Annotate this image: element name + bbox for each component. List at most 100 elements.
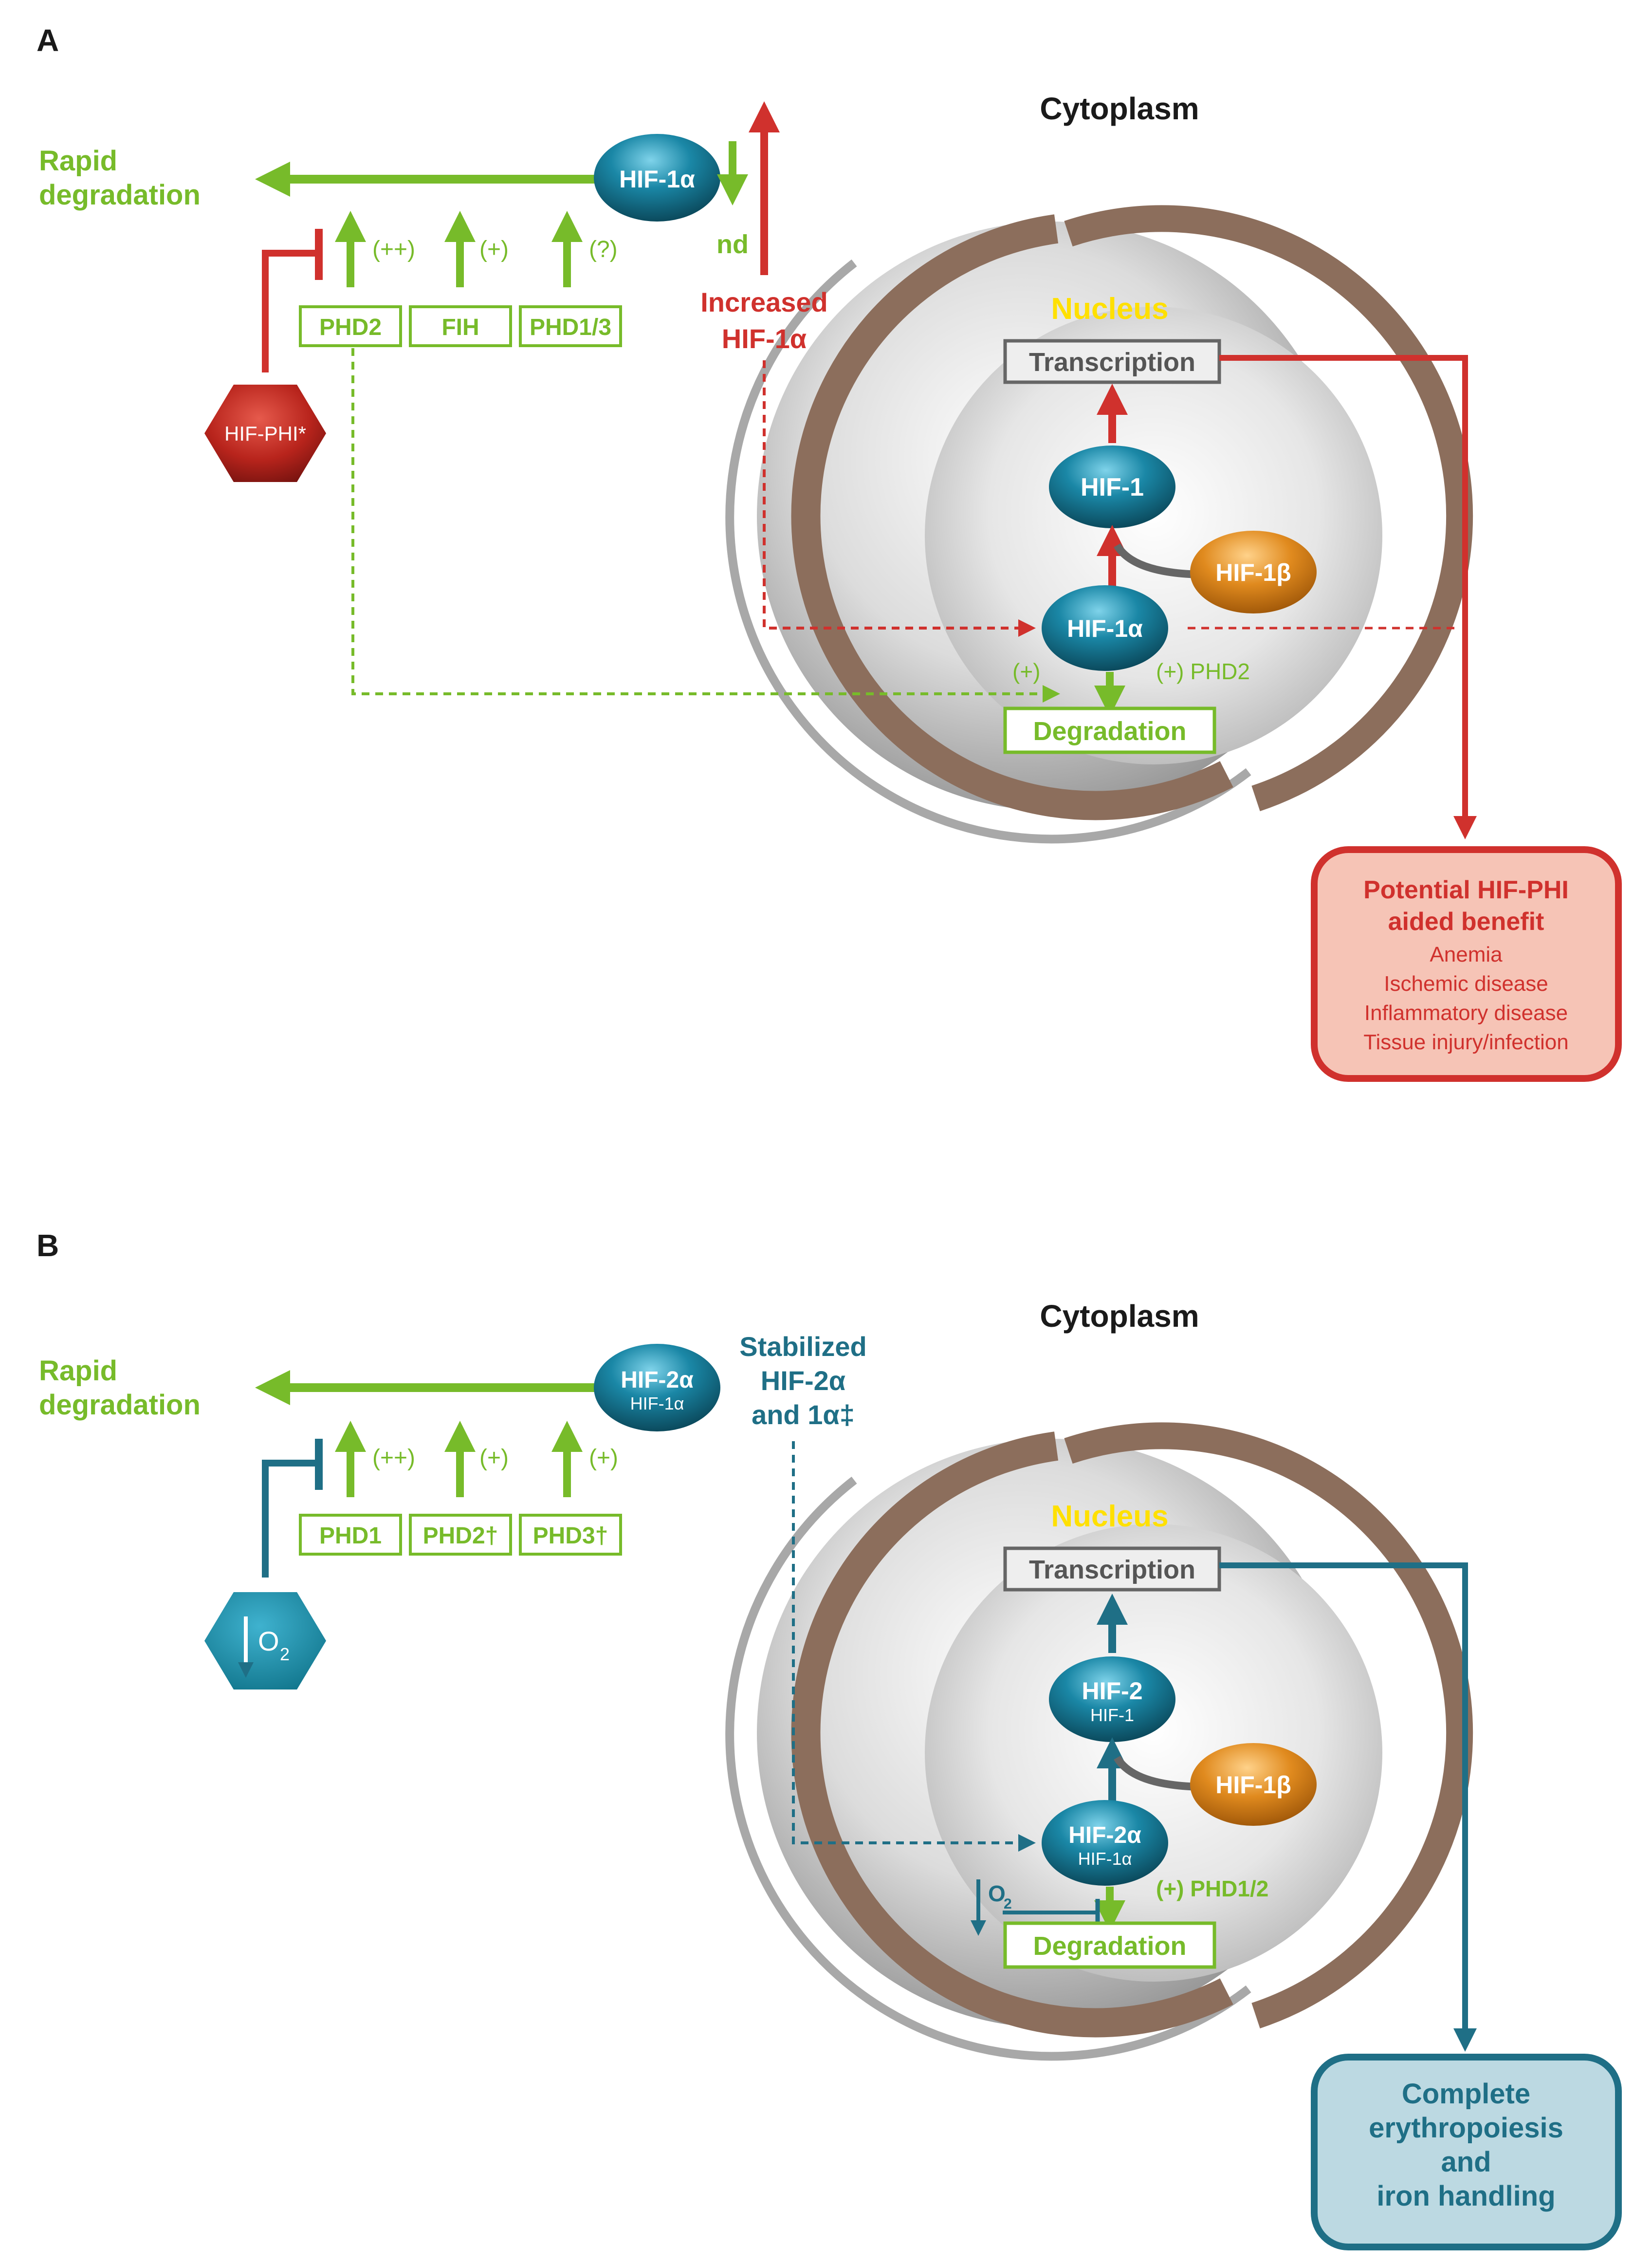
panel-b-label: B xyxy=(37,1228,59,1263)
plus-phd12-label: (+) PHD1/2 xyxy=(1156,1876,1268,1901)
nd-label: nd xyxy=(716,230,749,259)
increased-label-1: Increased xyxy=(700,287,828,317)
enzyme-box-phd13 xyxy=(519,305,622,347)
cell-cutout-rim-b xyxy=(725,1476,1251,2061)
plus-left-label: (+) xyxy=(1012,659,1041,684)
degradation-box-b xyxy=(1003,1921,1216,1969)
increased-dotted-path xyxy=(763,360,1036,637)
dimer-connector xyxy=(1114,543,1208,578)
o2-inhibition-line xyxy=(262,1460,319,1578)
benefit-title-2: aided benefit xyxy=(1388,908,1544,936)
arrow-label-3: (?) xyxy=(589,237,618,262)
enzyme-box-phd2 xyxy=(299,305,402,347)
nuclear-envelope-inner xyxy=(1064,205,1473,812)
hif2-sub-label: HIF-1 xyxy=(1090,1705,1134,1725)
transcription-label: Transcription xyxy=(1029,348,1195,377)
arrow-label-1: (++) xyxy=(372,237,415,262)
enzyme-box-phd1 xyxy=(299,1514,402,1556)
arrow-label-b-2: (+) xyxy=(479,1445,509,1471)
rapid-degradation-b-2: degradation xyxy=(39,1389,201,1421)
hif2a-nucleus-sub: HIF-1α xyxy=(1078,1849,1132,1869)
phd2-dotted-path xyxy=(351,348,1060,703)
stabilized-label-1: Stabilized xyxy=(739,1331,866,1362)
hif1b-node xyxy=(1190,531,1317,613)
outcome-box xyxy=(1311,2054,1622,2250)
nucleus-interior-b xyxy=(925,1524,1382,1982)
low-o2-small-label: O xyxy=(988,1881,1006,1906)
hif2a-nucleus-node xyxy=(1042,1800,1168,1886)
nucleus-label-b: Nucleus xyxy=(1051,1500,1168,1533)
nuclear-envelope xyxy=(791,214,1233,820)
hif2a-top-label: HIF-2α xyxy=(621,1367,694,1393)
hif1a-nucleus-node xyxy=(1042,585,1168,671)
degradation-label: Degradation xyxy=(1033,717,1186,746)
increased-label-2: HIF-1α xyxy=(722,323,807,354)
plus-phd2-label: (+) PHD2 xyxy=(1156,659,1250,684)
enzyme-label-phd13: PHD1/3 xyxy=(530,315,611,340)
hif1b-label-b: HIF-1β xyxy=(1215,1771,1291,1799)
outcome-line-4: iron handling xyxy=(1377,2180,1555,2212)
enzyme-label-phd2b: PHD2† xyxy=(423,1523,498,1549)
hif1a-top-node xyxy=(594,134,720,222)
benefit-item-3: Inflammatory disease xyxy=(1364,1001,1568,1025)
stabilized-label-2: HIF-2α xyxy=(761,1365,845,1396)
hif2-label: HIF-2 xyxy=(1082,1677,1143,1705)
panel-a-label: A xyxy=(37,23,59,58)
arrow-label-b-1: (++) xyxy=(372,1445,415,1471)
hif1-label: HIF-1 xyxy=(1081,473,1144,501)
enzyme-label-phd1: PHD1 xyxy=(319,1523,382,1549)
nucleus-label: Nucleus xyxy=(1051,292,1168,326)
hif1b-node-b xyxy=(1190,1743,1317,1826)
low-o2-node xyxy=(204,1592,326,1689)
nucleus-interior xyxy=(925,307,1382,764)
low-o2-label: O xyxy=(258,1626,279,1656)
transcription-box-b xyxy=(1003,1546,1221,1592)
benefit-box xyxy=(1311,846,1622,1082)
transcription-label-b: Transcription xyxy=(1029,1555,1195,1584)
outcome-line-2: erythropoiesis xyxy=(1369,2112,1563,2144)
hif2a-nucleus-label: HIF-2α xyxy=(1068,1822,1141,1848)
nuclear-envelope-b xyxy=(791,1431,1233,2038)
outcome-line-3: and xyxy=(1441,2146,1491,2178)
panel-b: B Cytoplasm Nucleus Rapid degradation HI… xyxy=(37,1228,1622,2250)
outcome-line-1: Complete xyxy=(1402,2078,1530,2110)
enzyme-box-fih xyxy=(409,305,512,347)
rapid-degradation-label-2: degradation xyxy=(39,179,201,211)
benefit-title-1: Potential HIF-PHI xyxy=(1363,876,1569,904)
enzyme-box-phd3 xyxy=(519,1514,622,1556)
nuclear-envelope-inner-b xyxy=(1064,1422,1473,2029)
transcription-box xyxy=(1003,339,1221,384)
hif2a-top-node xyxy=(594,1344,720,1431)
enzyme-label-phd2: PHD2 xyxy=(319,315,382,340)
degradation-box xyxy=(1003,706,1216,754)
transcription-to-outcome-arrow xyxy=(1219,1562,1477,2052)
degradation-label-b: Degradation xyxy=(1033,1931,1186,1961)
enzyme-label-fih: FIH xyxy=(441,315,479,340)
dimer-connector-b xyxy=(1114,1755,1208,1791)
hif1a-top-sub-label: HIF-1α xyxy=(630,1393,684,1413)
hif1a-nucleus-label: HIF-1α xyxy=(1067,615,1143,642)
hif1a-top-label: HIF-1α xyxy=(619,166,695,193)
hifphi-label: HIF-PHI* xyxy=(224,422,306,445)
rapid-degradation-b-1: Rapid xyxy=(39,1355,117,1387)
hif1b-label: HIF-1β xyxy=(1215,559,1291,586)
enzyme-box-phd2b xyxy=(409,1514,512,1556)
benefit-item-4: Tissue injury/infection xyxy=(1363,1030,1568,1054)
cytoplasm-label: Cytoplasm xyxy=(1040,91,1199,126)
benefit-item-1: Anemia xyxy=(1430,943,1503,966)
low-o2-small-sub: 2 xyxy=(1004,1896,1012,1912)
stabilized-label-3: and 1α‡ xyxy=(752,1399,855,1430)
low-o2-sub: 2 xyxy=(280,1644,290,1664)
transcription-to-benefit-arrow xyxy=(1219,355,1477,839)
panel-a: A Cytoplasm Nucleus Rapid degradation HI… xyxy=(37,23,1622,1082)
cytoplasm-label-b: Cytoplasm xyxy=(1040,1299,1199,1334)
arrow-label-2: (+) xyxy=(479,237,509,262)
rapid-degradation-label-1: Rapid xyxy=(39,145,117,177)
hifphi-inhibition-line xyxy=(262,250,319,372)
cell-cutout-rim xyxy=(725,259,1251,844)
hif2-node xyxy=(1049,1656,1175,1742)
hifphi-drug-node xyxy=(204,385,326,482)
arrow-label-b-3: (+) xyxy=(589,1445,618,1471)
